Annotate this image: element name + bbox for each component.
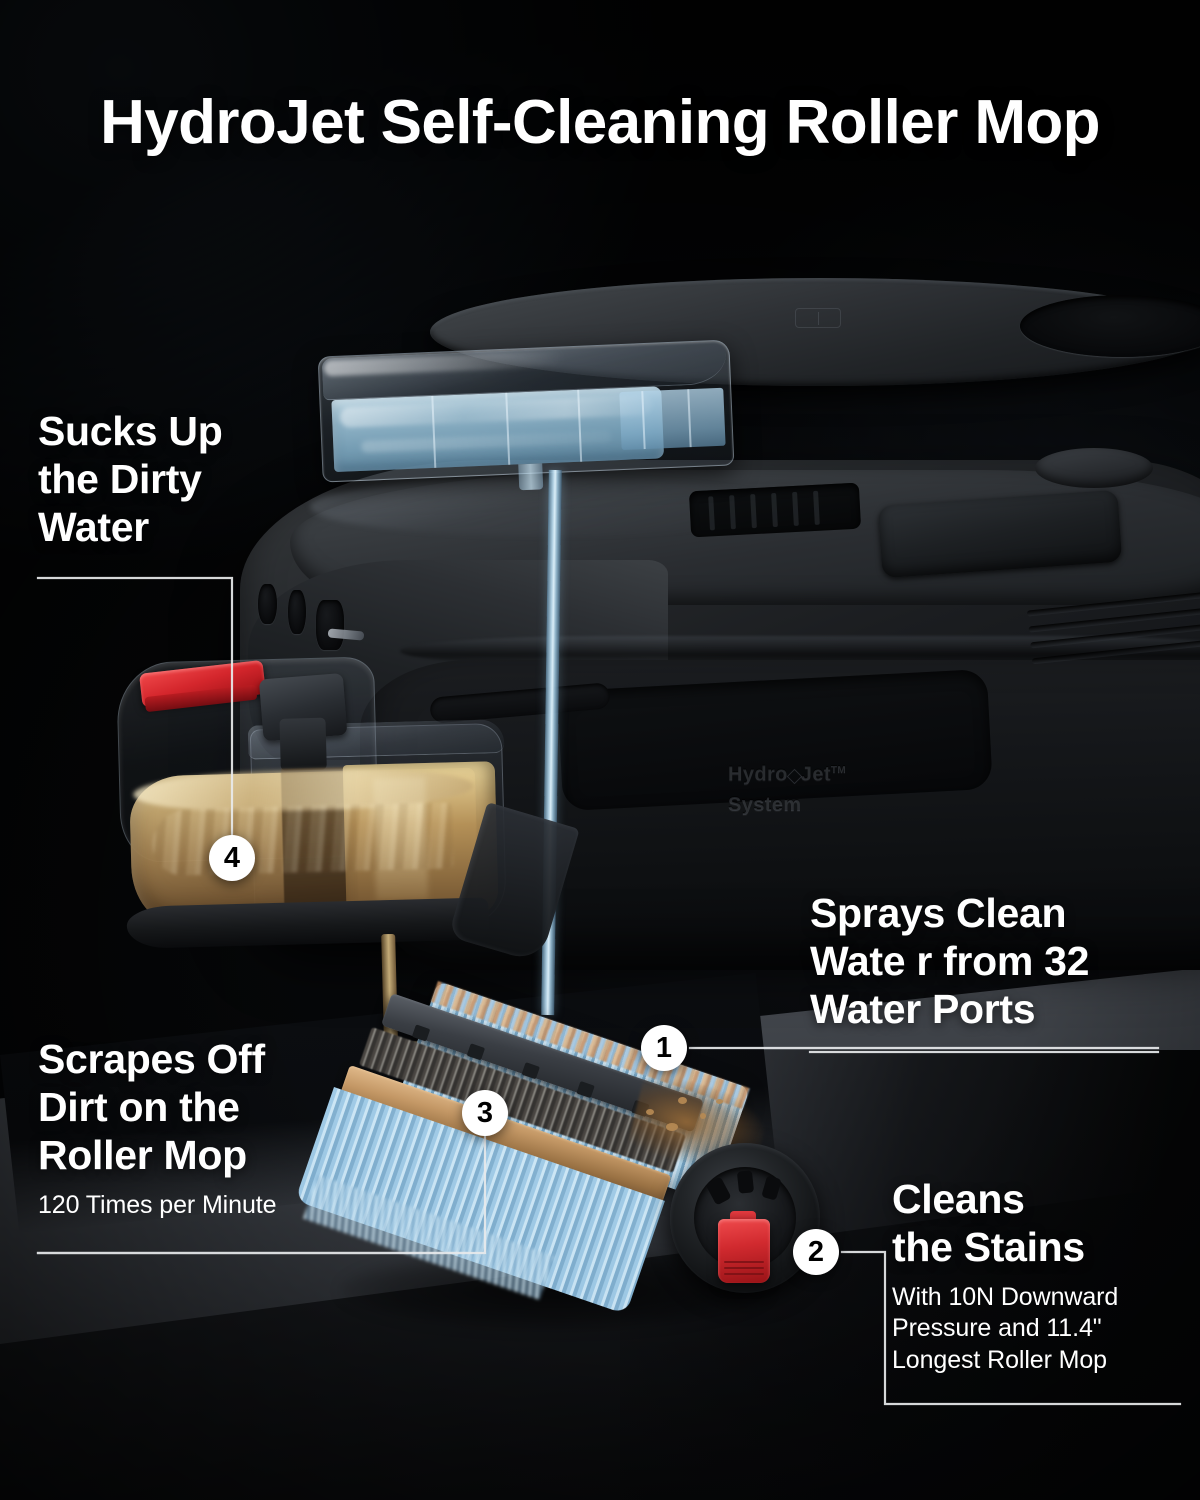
- brand-text-hydro: Hydro: [728, 763, 788, 786]
- dirty-water-streaks: [151, 802, 454, 877]
- callout-sprays: Sprays Clean Wate r from 32 Water Ports: [810, 890, 1180, 1034]
- dirty-tank-latch-stem: [279, 717, 327, 771]
- callout-scrapes-subtitle: 120 Times per Minute: [38, 1190, 277, 1219]
- dirty-water-tank: [107, 635, 580, 1057]
- robot-intake-slats: [699, 489, 851, 531]
- trademark-symbol: TM: [830, 765, 847, 776]
- robot-intake-recess: [688, 482, 862, 538]
- callout-badge-4[interactable]: 4: [209, 835, 255, 881]
- robot-lid-logo-mark: [795, 308, 841, 328]
- callout-scrapes: Scrapes Off Dirt on the Roller Mop 120 T…: [38, 1036, 368, 1221]
- callout-scrapes-title: Scrapes Off Dirt on the Roller Mop: [38, 1036, 265, 1178]
- robot-lid-opening: [1020, 295, 1200, 357]
- roller-mop-assembly: [294, 975, 832, 1315]
- callout-badge-3[interactable]: 3: [462, 1090, 508, 1136]
- roller-release-grip-lines: [724, 1261, 764, 1279]
- callout-cleans-title: Cleans the Stains: [892, 1176, 1085, 1270]
- robot-sensor-port-2: [288, 590, 306, 634]
- roller-release-latch: [718, 1219, 770, 1283]
- robot-sensor-port-1: [258, 584, 277, 624]
- callout-cleans-subtitle: With 10N Downward Pressure and 11.4" Lon…: [892, 1282, 1119, 1374]
- robot-sensor-port-3: [316, 600, 344, 650]
- clean-water-tank: [317, 339, 735, 491]
- brand-text-jet: Jet: [800, 763, 831, 786]
- callout-sprays-title: Sprays Clean Wate r from 32 Water Ports: [810, 890, 1090, 1032]
- hydrojet-system-emboss: Hydro JetTM System: [728, 756, 908, 836]
- dirty-tank-base: [126, 897, 490, 949]
- robot-sensor-dome: [1035, 448, 1153, 488]
- callout-sucks-up-title: Sucks Up the Dirty Water: [38, 408, 223, 550]
- callout-badge-1[interactable]: 1: [641, 1025, 687, 1071]
- callout-cleans: Cleans the Stains With 10N Downward Pres…: [892, 1176, 1184, 1376]
- callout-badge-2[interactable]: 2: [793, 1229, 839, 1275]
- roller-end-cap-slot-2: [736, 1170, 755, 1194]
- brand-text-system: System: [728, 793, 802, 816]
- page-title: HydroJet Self-Cleaning Roller Mop: [100, 88, 1100, 157]
- diamond-icon: [786, 768, 803, 784]
- clean-tank-spout: [518, 463, 544, 491]
- callout-sucks-up: Sucks Up the Dirty Water: [38, 408, 298, 552]
